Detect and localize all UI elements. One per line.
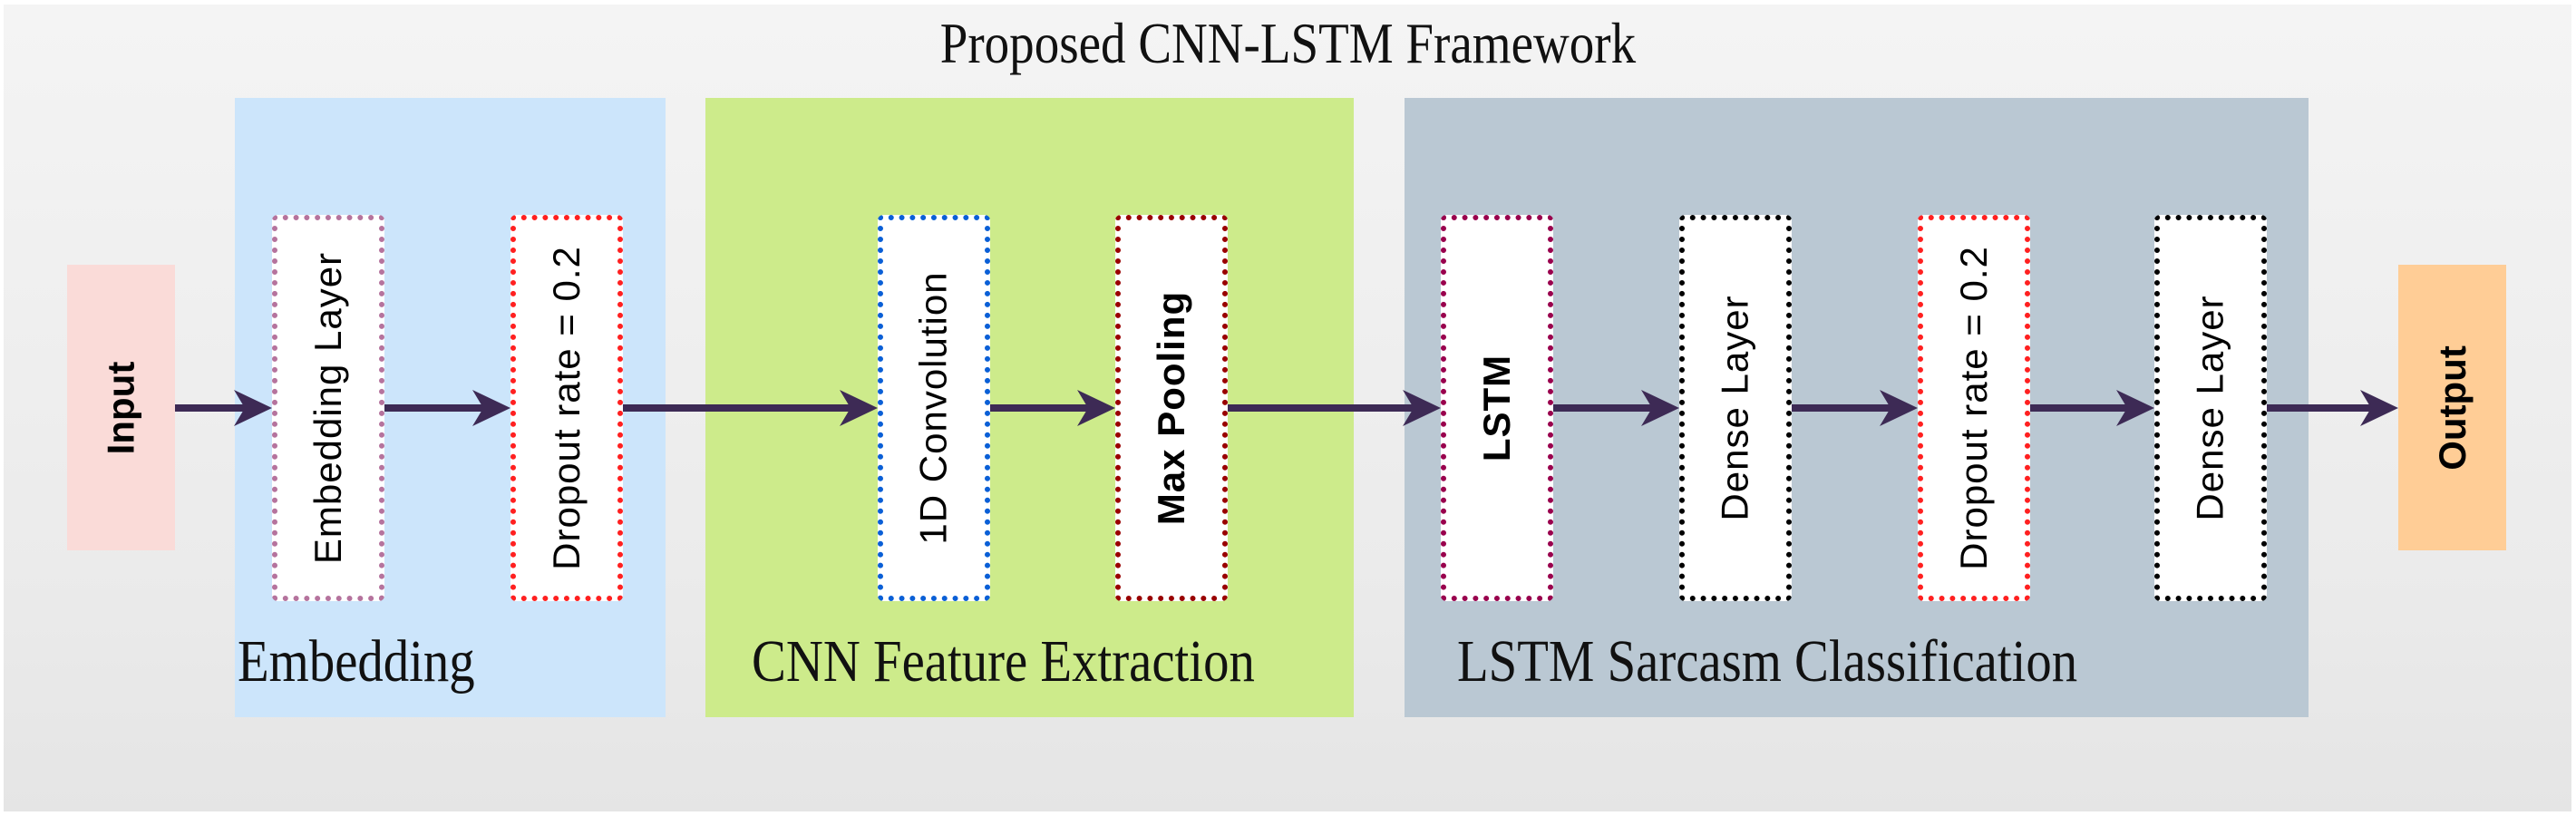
layer-dropout-1: Dropout rate = 0.2 (510, 215, 623, 601)
layer-max-pooling: Max Pooling (1115, 215, 1228, 601)
section-label-lstm: LSTM Sarcasm Classification (1457, 628, 2078, 695)
layer-dropout-2: Dropout rate = 0.2 (1918, 215, 2030, 601)
layer-label: Dropout rate = 0.2 (1952, 246, 1995, 570)
section-label-embedding: Embedding (238, 628, 475, 695)
diagram-title: Proposed CNN-LSTM Framework (939, 11, 1637, 75)
layer-lstm: LSTM (1441, 215, 1553, 601)
output-label: Output (2430, 345, 2474, 471)
layer-label: Embedding Layer (306, 251, 349, 565)
layer-1d-convolution: 1D Convolution (878, 215, 990, 601)
layer-dense-1: Dense Layer (1679, 215, 1792, 601)
section-label-cnn: CNN Feature Extraction (752, 628, 1255, 695)
output-node: Output (2398, 265, 2506, 550)
layer-label: Max Pooling (1150, 290, 1193, 526)
layer-label: Dense Layer (1714, 295, 1757, 521)
input-label: Input (99, 361, 142, 454)
section-cnn-feature-extraction (705, 98, 1354, 717)
layer-label: Dropout rate = 0.2 (545, 246, 588, 570)
layer-label: LSTM (1475, 354, 1518, 462)
layer-label: 1D Convolution (912, 271, 956, 545)
input-node: Input (67, 265, 175, 550)
layer-label: Dense Layer (2189, 295, 2232, 521)
layer-dense-2: Dense Layer (2154, 215, 2267, 601)
layer-embedding: Embedding Layer (272, 215, 384, 601)
